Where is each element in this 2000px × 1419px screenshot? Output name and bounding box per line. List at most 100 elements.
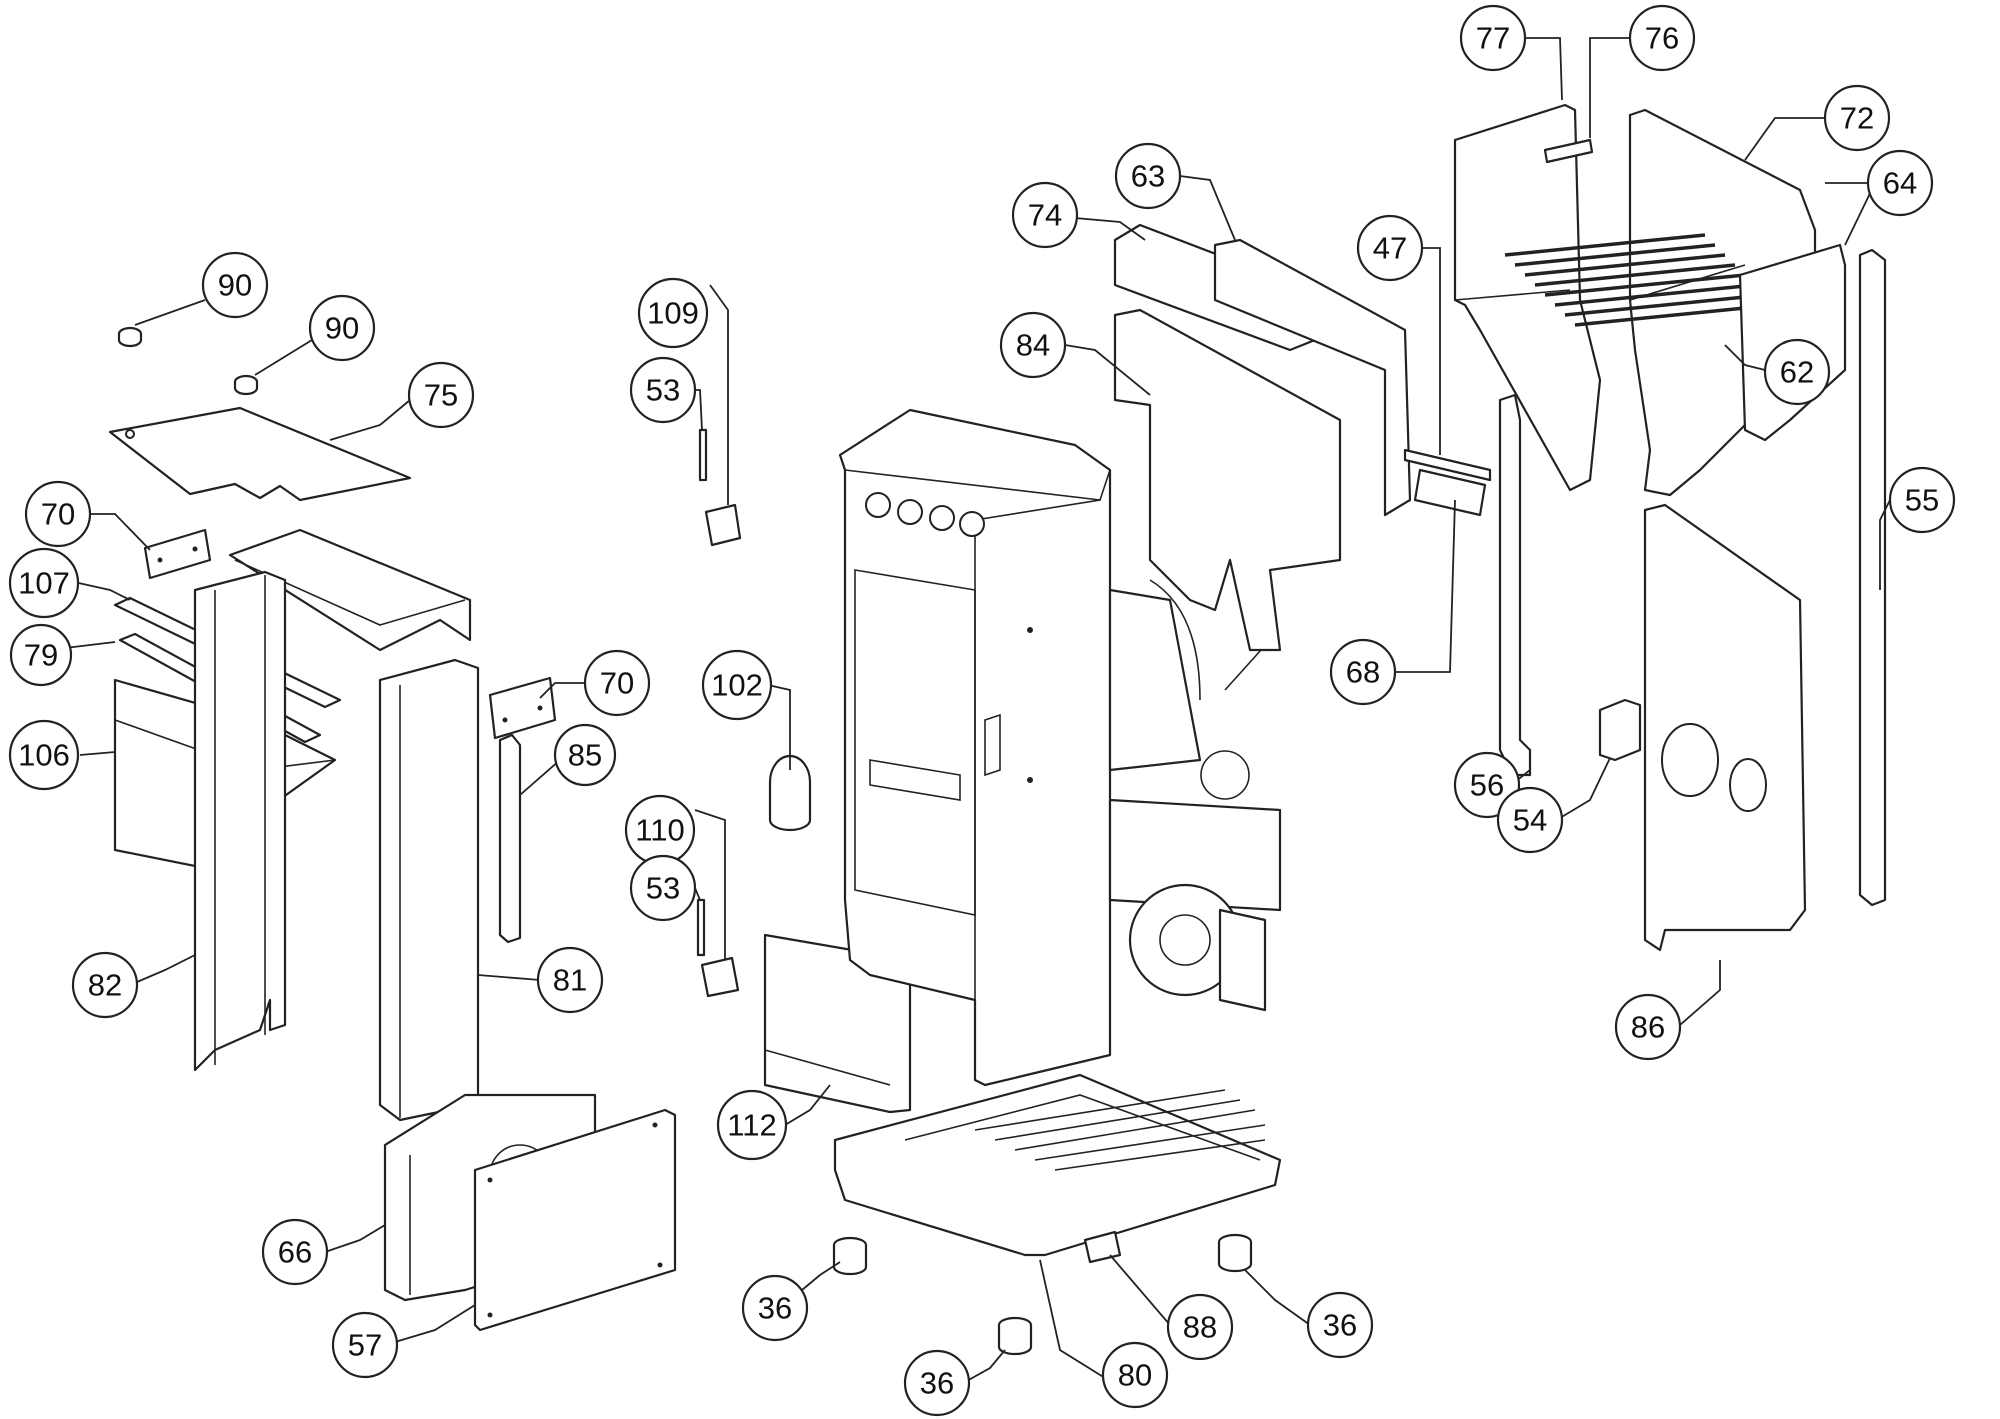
svg-text:68: 68 — [1346, 655, 1380, 690]
svg-text:80: 80 — [1118, 1358, 1152, 1393]
callouts: 90 90 75 70 107 79 106 82 81 70 85 66 57… — [8, 4, 1956, 1417]
part-knob-a — [117, 326, 143, 348]
callout-109: 109 — [637, 277, 709, 349]
part-vertical-rail — [498, 733, 522, 944]
svg-text:64: 64 — [1883, 166, 1917, 201]
svg-text:90: 90 — [325, 311, 359, 346]
part-vertical-strip-55 — [1858, 248, 1887, 907]
svg-text:102: 102 — [711, 668, 763, 703]
svg-text:112: 112 — [727, 1108, 776, 1143]
svg-text:85: 85 — [568, 738, 602, 773]
part-rail-47 — [1403, 448, 1492, 482]
callout-54: 54 — [1496, 786, 1564, 854]
svg-text:53: 53 — [646, 871, 680, 906]
svg-text:75: 75 — [424, 378, 458, 413]
callout-36b: 36 — [903, 1349, 971, 1417]
callout-47: 47 — [1356, 214, 1424, 282]
svg-text:62: 62 — [1780, 355, 1814, 390]
callout-75: 75 — [407, 361, 475, 429]
part-main-body — [838, 408, 1112, 1087]
part-hopper-wall-left — [1453, 103, 1602, 777]
part-front-column-panel — [378, 658, 480, 1122]
svg-text:36: 36 — [920, 1366, 954, 1401]
svg-text:107: 107 — [18, 566, 70, 601]
callout-79: 79 — [9, 623, 73, 687]
svg-text:77: 77 — [1476, 21, 1510, 56]
callout-36a: 36 — [741, 1274, 809, 1342]
svg-text:36: 36 — [758, 1291, 792, 1326]
svg-text:109: 109 — [647, 296, 699, 331]
svg-text:54: 54 — [1513, 803, 1547, 838]
svg-text:74: 74 — [1028, 198, 1062, 233]
svg-text:90: 90 — [218, 268, 252, 303]
part-inner-panel-63 — [1213, 238, 1412, 517]
part-foot-b — [997, 1316, 1033, 1356]
part-front-plate — [473, 1108, 677, 1332]
callout-76: 76 — [1628, 4, 1696, 72]
svg-text:57: 57 — [348, 1328, 382, 1363]
part-knob-b — [233, 374, 259, 396]
svg-text:55: 55 — [1905, 483, 1939, 518]
part-clip-upper — [704, 503, 742, 547]
part-rear-panel-86 — [1643, 503, 1807, 952]
svg-text:66: 66 — [278, 1235, 312, 1270]
svg-text:70: 70 — [600, 666, 634, 701]
part-internal-mechanism — [1108, 579, 1282, 1012]
svg-text:53: 53 — [646, 373, 680, 408]
svg-text:47: 47 — [1373, 231, 1407, 266]
callout-86: 86 — [1614, 993, 1682, 1061]
callout-106: 106 — [8, 719, 80, 791]
svg-text:79: 79 — [24, 638, 58, 673]
callout-68: 68 — [1329, 638, 1397, 706]
callout-74: 74 — [1011, 181, 1079, 249]
part-bracket-left — [143, 528, 212, 580]
svg-text:110: 110 — [635, 813, 684, 848]
part-cap — [768, 754, 812, 832]
callout-36c: 36 — [1306, 1291, 1374, 1359]
callout-62: 62 — [1763, 338, 1831, 406]
callout-81: 81 — [536, 946, 604, 1014]
svg-text:88: 88 — [1183, 1310, 1217, 1345]
callout-57: 57 — [331, 1311, 399, 1379]
svg-text:63: 63 — [1131, 159, 1165, 194]
svg-text:106: 106 — [18, 738, 70, 773]
callout-63: 63 — [1114, 142, 1182, 210]
callout-80: 80 — [1101, 1341, 1169, 1409]
part-baffle-84 — [1113, 308, 1342, 652]
callout-110: 110 — [624, 794, 696, 866]
callout-66: 66 — [261, 1218, 329, 1286]
part-foot-c — [1217, 1233, 1253, 1273]
callout-55: 55 — [1888, 466, 1956, 534]
svg-text:86: 86 — [1631, 1010, 1665, 1045]
svg-text:76: 76 — [1645, 21, 1679, 56]
part-foot-a — [832, 1236, 868, 1276]
part-clip-lower — [700, 956, 740, 998]
part-deflector-68 — [1413, 468, 1487, 517]
callout-53a: 53 — [629, 356, 697, 424]
svg-text:70: 70 — [41, 497, 75, 532]
callout-70a: 70 — [24, 480, 92, 548]
callout-64: 64 — [1866, 149, 1934, 217]
svg-text:82: 82 — [88, 968, 122, 1003]
callout-107: 107 — [8, 547, 80, 619]
callout-72: 72 — [1823, 84, 1891, 152]
svg-text:56: 56 — [1470, 768, 1504, 803]
svg-text:81: 81 — [553, 963, 587, 998]
callout-70b: 70 — [583, 649, 651, 717]
part-pin-lower — [696, 898, 706, 957]
callout-88: 88 — [1166, 1293, 1234, 1361]
part-grate — [1504, 233, 1776, 327]
callout-90a: 90 — [201, 251, 269, 319]
callout-85: 85 — [553, 723, 617, 787]
callout-77: 77 — [1459, 4, 1527, 72]
part-pin-upper — [698, 428, 708, 482]
svg-text:72: 72 — [1840, 101, 1874, 136]
callout-102: 102 — [701, 649, 773, 721]
part-left-side-panel — [193, 570, 287, 1072]
callout-112: 112 — [716, 1089, 788, 1161]
callout-82: 82 — [71, 951, 139, 1019]
callout-90b: 90 — [308, 294, 376, 362]
callout-84: 84 — [999, 311, 1067, 379]
parts-drawing — [108, 103, 1887, 1356]
